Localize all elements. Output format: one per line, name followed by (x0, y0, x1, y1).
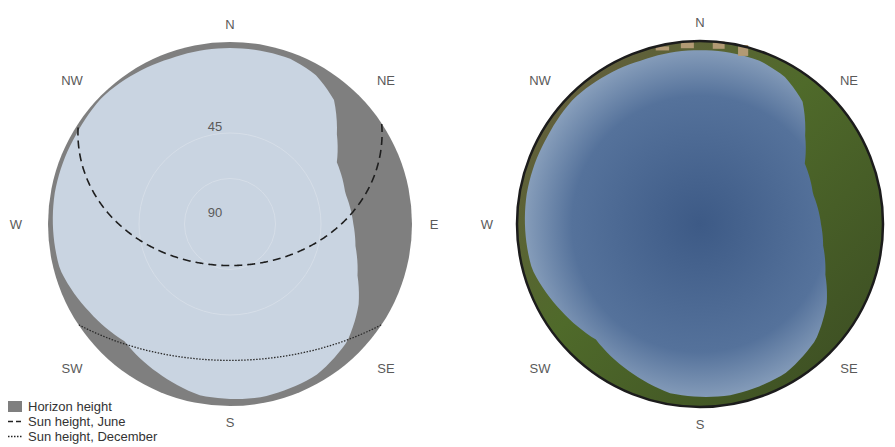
legend-row: Horizon height (8, 399, 157, 414)
grid-circle (185, 179, 276, 270)
photo-rim (517, 41, 883, 407)
legend-swatch (8, 401, 22, 412)
compass-label: SW (62, 362, 83, 375)
compass-label: NW (529, 74, 551, 87)
compass-label: SE (840, 362, 857, 375)
elevation-label: 90 (208, 206, 222, 219)
compass-label: S (226, 416, 235, 429)
horizon-area (48, 42, 412, 406)
legend-row: Sun height, December (8, 429, 157, 444)
legend-row: Sun height, June (8, 414, 157, 429)
elevation-label: 45 (208, 120, 222, 133)
compass-label: SE (377, 362, 394, 375)
grid-circle (139, 133, 321, 315)
photo-ground (517, 41, 883, 407)
compass-label: NW (61, 74, 83, 87)
compass-label: W (10, 218, 22, 231)
sky-chart (48, 42, 412, 406)
compass-label: NE (377, 74, 395, 87)
compass-label: NE (840, 74, 858, 87)
legend-text: Sun height, December (28, 430, 157, 443)
legend-line (8, 421, 22, 423)
fisheye-photo (517, 41, 883, 407)
compass-label: S (696, 418, 705, 431)
legend-text: Horizon height (28, 400, 112, 413)
compass-label: E (430, 218, 439, 231)
open-sky (53, 48, 359, 399)
compass-label: W (481, 218, 493, 231)
legend-line-sample (8, 431, 22, 442)
legend-text: Sun height, June (28, 415, 126, 428)
compass-label: SW (530, 362, 551, 375)
sun-path-june (78, 124, 382, 266)
legend: Horizon heightSun height, JuneSun height… (8, 399, 157, 444)
photo-sky (525, 50, 827, 397)
legend-line-sample (8, 416, 22, 427)
compass-label: N (695, 16, 704, 29)
sun-path-december (79, 325, 381, 360)
legend-line (8, 436, 22, 438)
compass-label: N (225, 18, 234, 31)
